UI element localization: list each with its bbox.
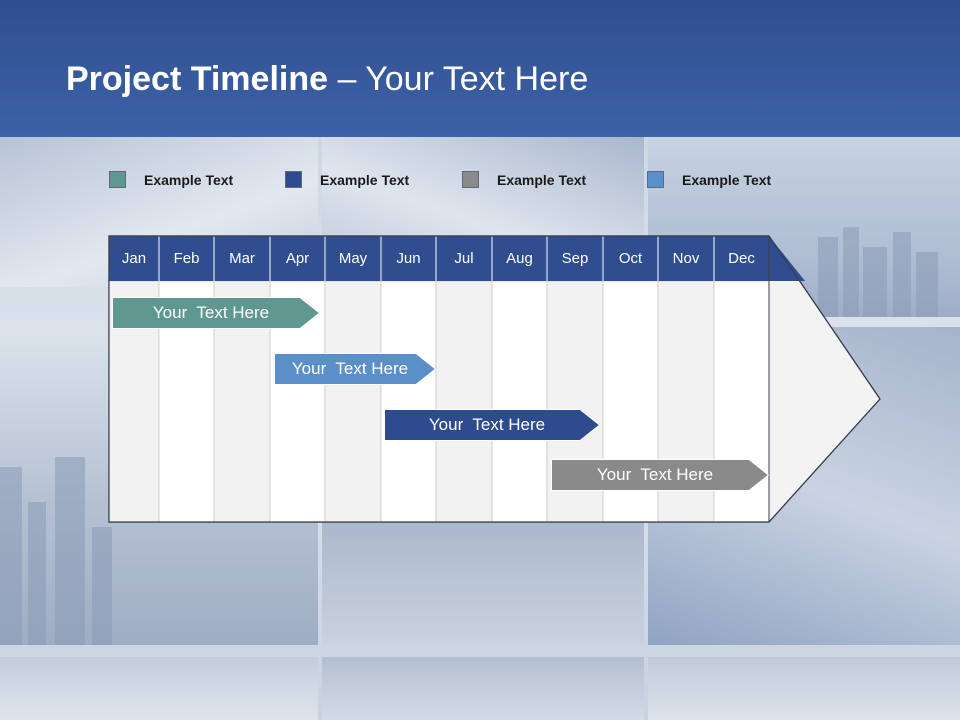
photo-panel-walkway	[0, 137, 318, 287]
title-bar: Project Timeline – Your Text Here	[0, 0, 960, 137]
photo-panel-city	[0, 327, 318, 645]
photo-panel-tower	[322, 657, 644, 720]
legend-label: Example Text	[144, 171, 234, 188]
legend-label: Example Text	[497, 171, 587, 188]
legend-label: Example Text	[320, 171, 410, 188]
legend-swatch	[109, 171, 126, 188]
photo-panel-road	[322, 517, 644, 645]
legend-item: Example Text	[285, 171, 409, 188]
photo-panel-office	[0, 657, 318, 720]
legend-swatch	[462, 171, 479, 188]
legend-swatch	[647, 171, 664, 188]
legend-label: Example Text	[682, 171, 772, 188]
page-title-bold: Project Timeline	[66, 60, 329, 98]
legend-swatch	[285, 171, 302, 188]
photo-panel-skyline	[648, 137, 960, 317]
legend-item: Example Text	[647, 171, 771, 188]
background-photo-collage	[0, 137, 960, 720]
legend-item: Example Text	[462, 171, 586, 188]
photo-panel-people	[322, 137, 644, 287]
legend-item: Example Text	[109, 171, 233, 188]
page-title: Project Timeline – Your Text Here	[66, 60, 588, 99]
photo-panel-interior	[648, 657, 960, 720]
page-title-rest: – Your Text Here	[328, 60, 589, 98]
photo-panel-building	[648, 327, 960, 645]
